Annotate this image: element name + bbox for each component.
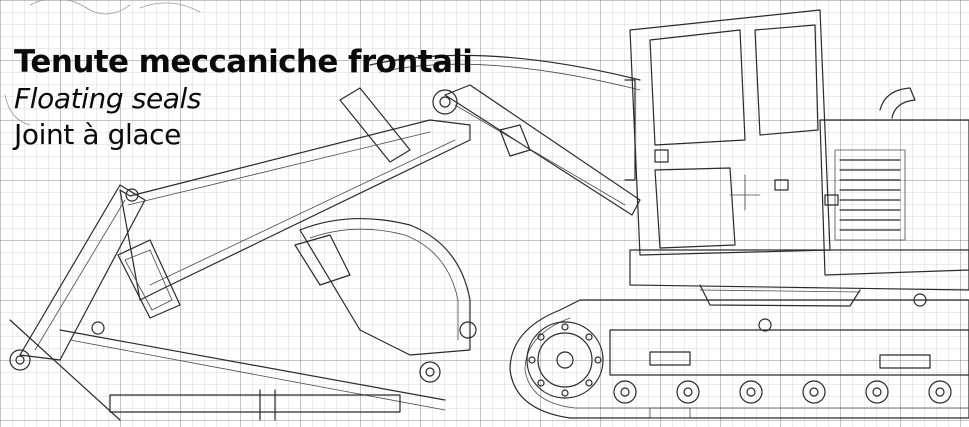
sketch-marks: [4, 0, 201, 126]
bucket: [294, 217, 477, 383]
boom: [117, 119, 471, 319]
engine-housing: [819, 87, 969, 276]
cab: [624, 9, 831, 256]
track-rollers: [613, 380, 952, 419]
arm: [339, 54, 641, 216]
title-english: Floating seals: [14, 82, 202, 115]
upper-frame: [629, 249, 969, 307]
title-french: Joint à glace: [14, 118, 181, 151]
stick: [9, 184, 446, 421]
title-block: Tenute meccaniche frontali Floating seal…: [14, 44, 473, 152]
track: [509, 293, 969, 419]
title-italian: Tenute meccaniche frontali: [14, 44, 473, 80]
